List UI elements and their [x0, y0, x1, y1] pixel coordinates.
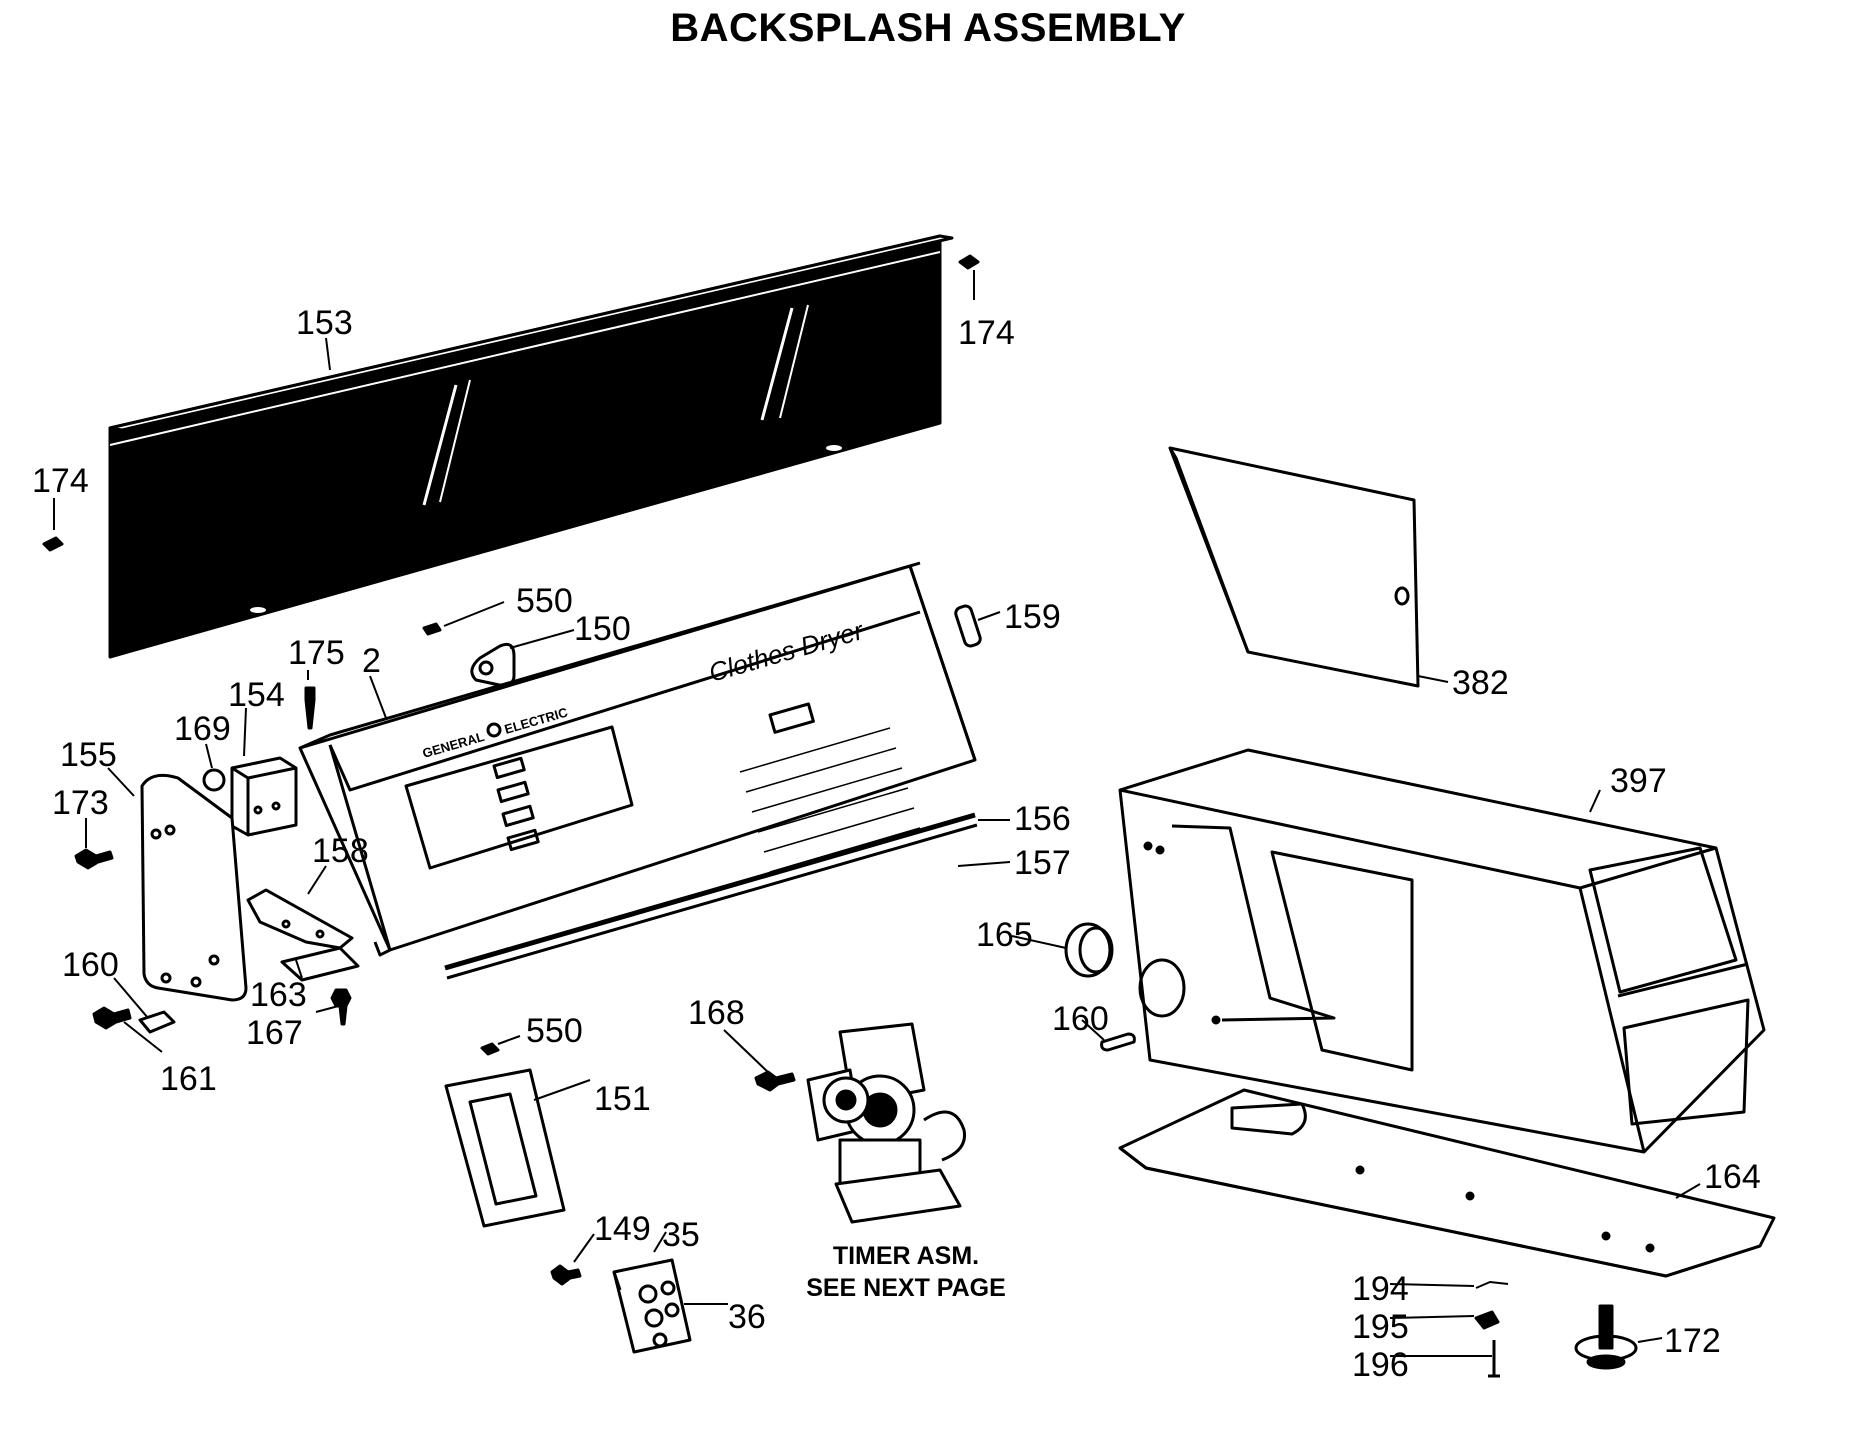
label-155: 155 [60, 736, 117, 774]
label-158: 158 [312, 832, 369, 870]
timer-note-line2: SEE NEXT PAGE [806, 1274, 1006, 1302]
part-161-screw [92, 1006, 132, 1030]
timer-assembly [806, 1022, 967, 1224]
label-36: 36 [728, 1298, 766, 1336]
label-169: 169 [174, 710, 231, 748]
label-397: 397 [1610, 762, 1667, 800]
label-35: 35 [662, 1216, 700, 1254]
label-161: 161 [160, 1060, 217, 1098]
label-165: 165 [976, 916, 1033, 954]
label-382: 382 [1452, 664, 1509, 702]
part-2-control-panel [298, 561, 977, 957]
label-154: 154 [228, 676, 285, 714]
part-35-36-switch-block [612, 1258, 692, 1354]
part-175-screw [304, 686, 316, 730]
label-173: 173 [52, 784, 109, 822]
part-151-plate [444, 1068, 566, 1228]
label-167: 167 [246, 1014, 303, 1052]
label-2: 2 [362, 642, 381, 680]
part-165-grommet [1064, 922, 1114, 978]
label-156: 156 [1014, 800, 1071, 838]
part-195-clip [1474, 1310, 1500, 1330]
part-196-pin [1488, 1340, 1500, 1378]
part-550-screw-top [422, 622, 442, 636]
part-194-pin [1475, 1281, 1509, 1289]
label-159: 159 [1004, 598, 1061, 636]
part-158-bracket [246, 888, 354, 950]
part-160-clip-left [138, 1010, 176, 1034]
part-156-rail [444, 812, 978, 980]
part-174-screw-left [42, 536, 64, 552]
label-151: 151 [594, 1080, 651, 1118]
label-550-bottom: 550 [526, 1012, 583, 1050]
part-173-screw [74, 848, 114, 870]
part-550-screw-bottom [480, 1042, 500, 1056]
part-169-bushing [202, 768, 226, 792]
label-163: 163 [250, 976, 307, 1014]
label-194: 194 [1352, 1270, 1409, 1308]
label-174-right: 174 [958, 314, 1015, 352]
label-153: 153 [296, 304, 353, 342]
label-149: 149 [594, 1210, 651, 1248]
label-174-left: 174 [32, 462, 89, 500]
label-550-top: 550 [516, 582, 573, 620]
part-150-clamp [470, 642, 516, 688]
part-153-glass-panel [108, 234, 954, 659]
label-150: 150 [574, 610, 631, 648]
diagram-title: BACKSPLASH ASSEMBLY [670, 6, 1186, 50]
part-174-screw-right [958, 254, 980, 270]
label-168: 168 [688, 994, 745, 1032]
part-149-screw [550, 1264, 582, 1286]
part-159-clip [954, 604, 982, 648]
label-157: 157 [1014, 844, 1071, 882]
part-160-clip-right [1100, 1032, 1136, 1052]
part-382-cover [1168, 446, 1420, 688]
part-154-bracket [230, 756, 298, 837]
label-172: 172 [1664, 1322, 1721, 1360]
part-155-side-plate [140, 773, 248, 1002]
part-168-screw [754, 1070, 796, 1092]
label-160-right: 160 [1052, 1000, 1109, 1038]
label-195: 195 [1352, 1308, 1409, 1346]
part-167-screw [330, 988, 352, 1026]
label-196: 196 [1352, 1346, 1409, 1384]
label-175: 175 [288, 634, 345, 672]
leader-lines [53, 270, 1701, 1357]
timer-note-line1: TIMER ASM. [833, 1242, 979, 1270]
part-164-base-plate [1118, 1088, 1776, 1278]
label-160-left: 160 [62, 946, 119, 984]
label-164: 164 [1704, 1158, 1761, 1196]
part-172-leveling-leg [1574, 1304, 1638, 1370]
part-397-housing [1118, 748, 1766, 1154]
